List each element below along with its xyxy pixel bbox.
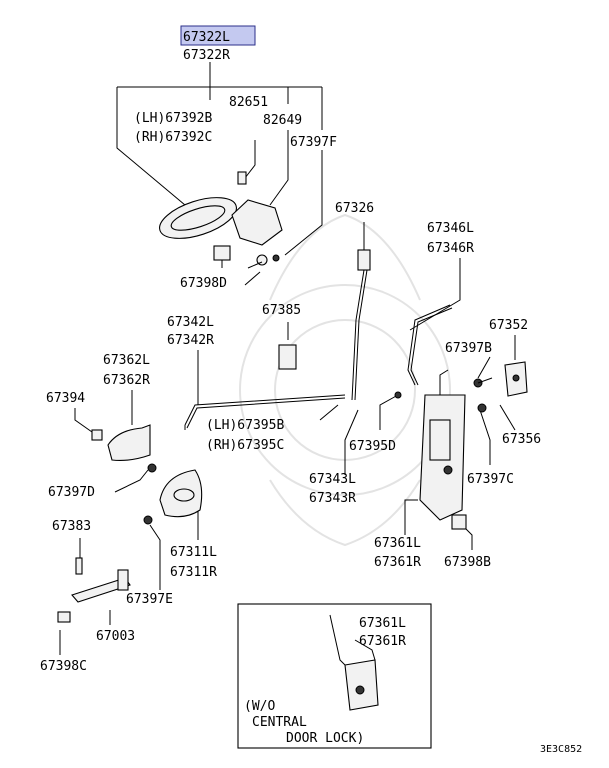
label-inset-67361L: 67361L: [359, 616, 406, 631]
inner-handle-bracket: [91, 424, 151, 461]
label-wo-2: CENTRAL: [252, 715, 307, 730]
diagram-code: 3E3C852: [540, 744, 582, 755]
label-67362R: 67362R: [103, 373, 150, 388]
label-67342R: 67342R: [167, 333, 214, 348]
label-67398C: 67398C: [40, 659, 87, 674]
lock-cylinder-link: [213, 199, 283, 269]
label-67397C: 67397C: [467, 472, 514, 487]
label-67342L: 67342L: [167, 315, 214, 330]
label-67361L: 67361L: [374, 536, 421, 551]
door-check: [57, 557, 131, 623]
label-67395C: (RH)67395C: [206, 438, 284, 453]
bolt-67397E: [143, 515, 153, 525]
label-67322R: 67322R: [183, 48, 230, 63]
label-67394: 67394: [46, 391, 85, 406]
label-82651: 82651: [229, 95, 268, 110]
label-67346R: 67346R: [427, 241, 474, 256]
label-67346L: 67346L: [427, 221, 474, 236]
highlight-box: [180, 25, 256, 46]
bolt-67397D: [147, 463, 157, 473]
label-wo-1: (W/O: [244, 699, 275, 714]
label-67392C: (RH)67392C: [134, 130, 212, 145]
label-67397B: 67397B: [445, 341, 492, 356]
part-labels: 67322L 67322R 82651 (LH)67392B 82649 (RH…: [40, 30, 582, 755]
bolt-67397B: [473, 377, 493, 388]
label-67395D: 67395D: [349, 439, 396, 454]
label-67361R: 67361R: [374, 555, 421, 570]
inset-box: [237, 603, 432, 749]
label-67311L: 67311L: [170, 545, 217, 560]
label-67343R: 67343R: [309, 491, 356, 506]
label-67392B: (LH)67392B: [134, 111, 212, 126]
label-67362L: 67362L: [103, 353, 150, 368]
label-67356: 67356: [502, 432, 541, 447]
bolt-67398B: [451, 514, 467, 530]
label-82649: 82649: [263, 113, 302, 128]
inner-rod: [184, 394, 346, 430]
label-67352: 67352: [489, 318, 528, 333]
label-67385: 67385: [262, 303, 301, 318]
bracket-67352: [504, 361, 528, 397]
outer-handle: [159, 171, 247, 239]
label-67397F: 67397F: [290, 135, 337, 150]
label-67395B: (LH)67395B: [206, 418, 284, 433]
label-67397E: 67397E: [126, 592, 173, 607]
label-67322L: 67322L: [183, 30, 230, 45]
label-wo-3: DOOR LOCK): [286, 731, 364, 746]
label-67343L: 67343L: [309, 472, 356, 487]
lock-rod: [351, 249, 371, 401]
upper-rod: [407, 304, 453, 386]
clip: [278, 344, 297, 370]
label-67383: 67383: [52, 519, 91, 534]
label-67398D: 67398D: [180, 276, 227, 291]
label-67397D: 67397D: [48, 485, 95, 500]
label-67003: 67003: [96, 629, 135, 644]
door-latch: [419, 369, 466, 521]
label-67311R: 67311R: [170, 565, 217, 580]
label-inset-67361R: 67361R: [359, 634, 406, 649]
label-67326: 67326: [335, 201, 374, 216]
inner-handle: [159, 469, 203, 518]
bolt-67395D: [394, 391, 402, 399]
bolt-67397C: [477, 403, 487, 413]
label-67398B: 67398B: [444, 555, 491, 570]
